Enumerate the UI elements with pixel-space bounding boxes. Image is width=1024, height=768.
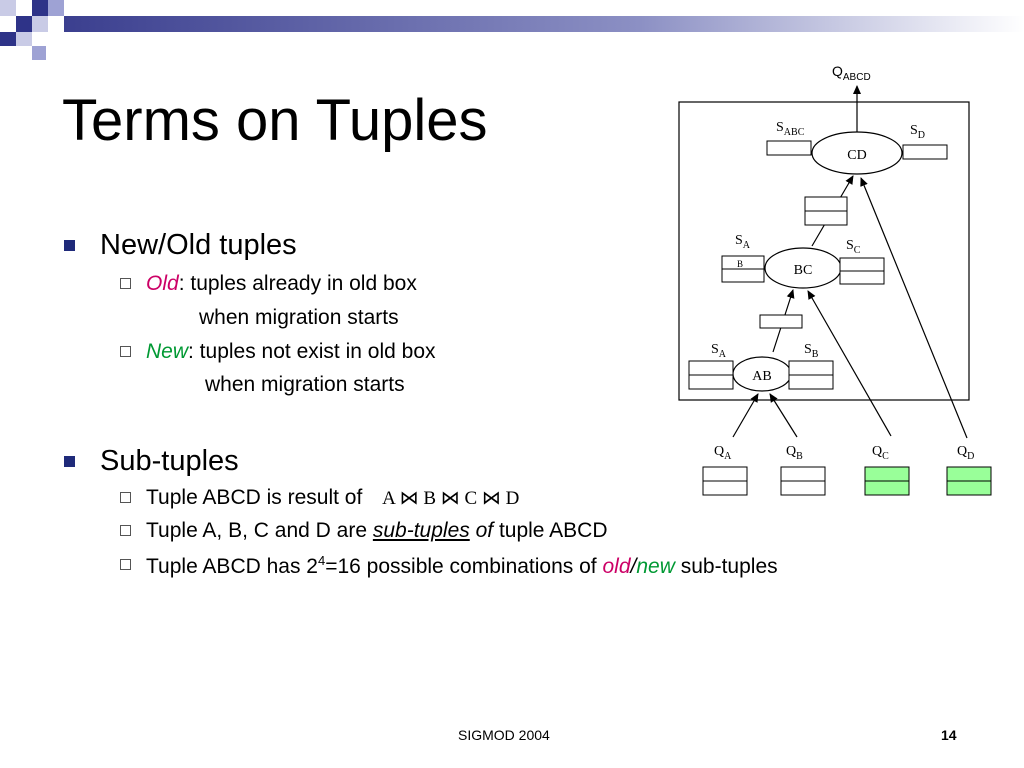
query-plan-diagram: QABCD CD SABC SD BC SA B SC AB SA SB QA …: [678, 63, 992, 496]
bullet-square-icon: [64, 240, 75, 251]
subbullet-new-continuation: when migration starts: [205, 373, 405, 396]
state-sabc-label: SABC: [776, 120, 805, 138]
queue-qd-label: QD: [957, 444, 974, 462]
queue-qa-label: QA: [714, 444, 732, 462]
node-ab-label: AB: [752, 369, 771, 384]
queue-qc-label: QC: [872, 444, 889, 462]
state-sa-box-top: [688, 360, 734, 376]
hollow-square-icon: [120, 346, 131, 357]
page-number: 14: [941, 727, 957, 743]
edge-qc-bc: [807, 290, 892, 437]
state-sc-box-top: [839, 257, 885, 272]
header-decoration: [0, 0, 1024, 60]
node-cd-label: CD: [847, 148, 866, 163]
queue-qa-top: [702, 466, 748, 482]
hollow-square-icon: [120, 278, 131, 289]
state-sabc-box: [766, 140, 812, 156]
subbullet-old-continuation: when migration starts: [199, 306, 399, 329]
node-cd: [811, 131, 903, 175]
bullet-square-icon: [64, 456, 75, 467]
queue-qd-top: [946, 466, 992, 482]
footer-conference: SIGMOD 2004: [458, 727, 550, 743]
state-sc-label: SC: [846, 238, 861, 256]
queue-ab-bc: [759, 314, 803, 329]
state-sab-label: SA: [735, 233, 751, 251]
subbullet-old: Old: tuples already in old box: [120, 273, 417, 294]
queue-qc-bottom: [864, 480, 910, 496]
bullet-sub-tuples: Sub-tuples: [64, 447, 239, 476]
state-sb-box-top: [788, 360, 834, 376]
subbullet-sub-tuples: Tuple A, B, C and D are sub-tuples of tu…: [120, 520, 608, 541]
edge-qd-cd: [860, 177, 968, 439]
state-sa-box-bottom: [688, 374, 734, 390]
queue-qb-top: [780, 466, 826, 482]
queue-qd-bottom: [946, 480, 992, 496]
state-sb-label: SB: [804, 342, 819, 360]
queue-qc-top: [864, 466, 910, 482]
join-expression: A ⋈ B ⋈ C ⋈ D: [382, 488, 520, 509]
queue-bc-cd-1: [804, 196, 848, 212]
edge-qb-ab: [769, 393, 798, 438]
old-box-frame: [678, 101, 970, 401]
output-label: QABCD: [832, 63, 871, 83]
state-sb-box-bottom: [788, 374, 834, 390]
subbullet-result-of: Tuple ABCD is result of A ⋈ B ⋈ C ⋈ D: [120, 487, 520, 509]
state-sa-label: SA: [711, 342, 727, 360]
state-sd-label: SD: [910, 123, 925, 141]
hollow-square-icon: [120, 525, 131, 536]
state-sab-box-letter: B: [737, 259, 743, 269]
queue-qa-bottom: [702, 480, 748, 496]
hollow-square-icon: [120, 559, 131, 570]
slide-title: Terms on Tuples: [62, 88, 488, 153]
bullet-new-old-tuples: New/Old tuples: [64, 231, 297, 260]
subbullet-new: New: tuples not exist in old box: [120, 341, 436, 362]
node-bc-label: BC: [794, 263, 813, 278]
queue-bc-cd-2: [804, 210, 848, 226]
state-sd-box: [902, 144, 948, 160]
hollow-square-icon: [120, 492, 131, 503]
state-sab-box-bottom: [721, 268, 765, 283]
queue-qb-label: QB: [786, 444, 803, 462]
edge-qa-ab: [732, 393, 759, 438]
subbullet-combinations: Tuple ABCD has 24=16 possible combinatio…: [120, 554, 778, 577]
state-sc-box-bottom: [839, 270, 885, 285]
queue-qb-bottom: [780, 480, 826, 496]
